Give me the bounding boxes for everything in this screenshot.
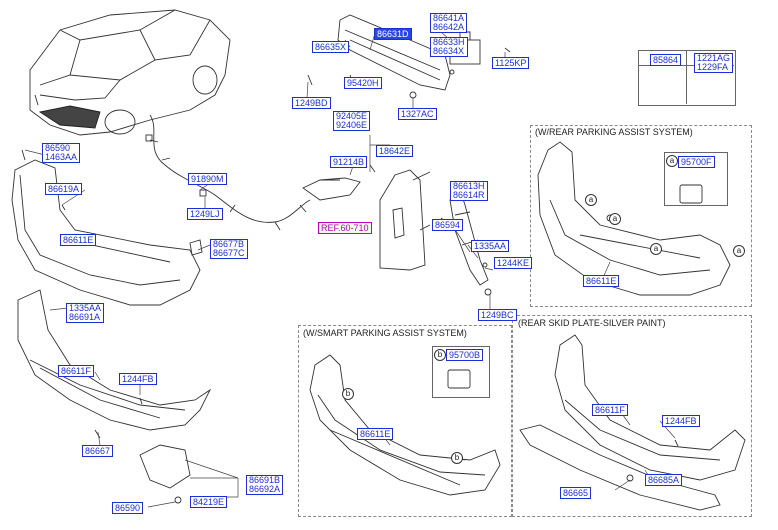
part-1244FB-left[interactable]: 1244FB — [119, 373, 157, 385]
part-86691B-line1: 86691B — [249, 475, 281, 485]
part-1463AA-line2: 1463AA — [45, 152, 78, 162]
part-86642A-line2: 86642A — [433, 22, 465, 32]
part-1249LJ[interactable]: 1249LJ — [187, 208, 223, 220]
sensor-inset-smart — [432, 346, 490, 398]
marker-a-2: a — [609, 213, 621, 225]
part-86611F-skid[interactable]: 86611F — [592, 404, 628, 416]
part-84219E[interactable]: 84219E — [190, 496, 228, 508]
part-86685A[interactable]: 86685A — [645, 474, 683, 486]
skid-plate-section-box — [512, 315, 752, 517]
part-86594[interactable]: 86594 — [432, 219, 464, 231]
vehicle-illustration — [29, 9, 231, 136]
part-86677C-line2: 86677C — [213, 248, 245, 258]
wiring-harness — [145, 114, 311, 231]
part-86641A-line1: 86641A — [433, 13, 465, 23]
part-86667[interactable]: 86667 — [82, 445, 114, 457]
part-1335AA-mid[interactable]: 1335AA — [471, 240, 510, 252]
part-86611E-main[interactable]: 86611E — [60, 234, 97, 246]
legend-divider — [686, 50, 687, 104]
marker-a-4: a — [733, 245, 745, 257]
part-86691B[interactable]: 86691B 86692A — [246, 475, 284, 495]
part-92406E-line2: 92406E — [336, 120, 368, 130]
part-18642E[interactable]: 18642E — [376, 145, 414, 157]
reflector — [302, 164, 376, 201]
part-1244FB-skid[interactable]: 1244FB — [662, 415, 700, 427]
part-86634X-line2: 86634X — [433, 46, 465, 56]
smart-parking-section-box — [298, 325, 512, 517]
part-86677B-line1: 86677B — [213, 239, 245, 249]
part-86635X[interactable]: 86635X — [312, 41, 350, 53]
legend-part-1221AG-line1: 1221AG — [697, 53, 731, 63]
part-86619A[interactable]: 86619A — [45, 183, 83, 195]
part-86692A-line2: 86692A — [249, 484, 281, 494]
part-86613H[interactable]: 86613H 86614R — [450, 181, 488, 201]
lower-skid-left — [17, 289, 212, 504]
part-1244KE[interactable]: 1244KE — [494, 257, 533, 269]
legend-part-1229FA-line2: 1229FA — [697, 62, 729, 72]
part-95700B[interactable]: 95700B — [446, 349, 484, 361]
part-91890M[interactable]: 91890M — [188, 173, 227, 185]
legend-part-85864[interactable]: 85864 — [650, 54, 682, 66]
legend-row-divider — [638, 65, 734, 66]
rear-parking-section-box — [530, 125, 752, 307]
section-title-smart-parking: (W/SMART PARKING ASSIST SYSTEM) — [303, 328, 467, 338]
part-86590-line1: 86590 — [45, 143, 71, 153]
part-1335AA-left[interactable]: 1335AA 86691A — [66, 303, 105, 323]
part-86611E-rear-parking[interactable]: 86611E — [583, 275, 620, 287]
rear-bumper-parking — [537, 141, 731, 296]
part-1335AA-line1: 1335AA — [69, 303, 102, 313]
part-1125KP[interactable]: 1125KP — [492, 57, 530, 69]
part-95420H[interactable]: 95420H — [344, 77, 382, 89]
part-86633H-line1: 86633H — [433, 37, 465, 47]
section-title-skid-plate: (REAR SKID PLATE-SILVER PAINT) — [518, 318, 666, 328]
part-1327AC[interactable]: 1327AC — [398, 108, 437, 120]
marker-a-3: a — [650, 243, 662, 255]
part-91214B[interactable]: 91214B — [330, 156, 368, 168]
part-86677B[interactable]: 86677B 86677C — [210, 239, 248, 259]
rear-bumper-main — [11, 149, 203, 306]
sensor-inset-rear — [664, 152, 728, 206]
part-86631D[interactable]: 86631D — [374, 28, 412, 40]
part-95700F[interactable]: 95700F — [678, 156, 715, 168]
part-86590-bottom[interactable]: 86590 — [112, 502, 144, 514]
skid-plate-parts — [519, 334, 746, 511]
part-86590-top[interactable]: 86590 1463AA — [42, 143, 81, 163]
part-86641A[interactable]: 86641A 86642A — [430, 13, 468, 33]
marker-b-2: b — [451, 452, 463, 464]
legend-part-1221AG[interactable]: 1221AG 1229FA — [694, 53, 734, 73]
liftgate-section — [379, 169, 431, 271]
reference-60-710[interactable]: REF.60-710 — [318, 222, 372, 234]
part-86665[interactable]: 86665 — [560, 487, 592, 499]
part-86611F-left[interactable]: 86611F — [58, 365, 94, 377]
part-86611E-smart-parking[interactable]: 86611E — [357, 428, 394, 440]
part-86633H[interactable]: 86633H 86634X — [430, 37, 468, 57]
legend-table-box — [638, 50, 736, 106]
part-92405E-line1: 92405E — [336, 111, 368, 121]
marker-b-1: b — [342, 388, 354, 400]
section-title-rear-parking: (W/REAR PARKING ASSIST SYSTEM) — [535, 127, 693, 137]
part-1249BC[interactable]: 1249BC — [478, 309, 517, 321]
rear-bumper-smart — [309, 354, 501, 496]
marker-b-inset: b — [434, 349, 446, 361]
part-1249BD[interactable]: 1249BD — [292, 97, 331, 109]
part-86614R-line2: 86614R — [453, 190, 485, 200]
marker-a-1: a — [585, 194, 597, 206]
part-92405E[interactable]: 92405E 92406E — [333, 111, 371, 131]
marker-a-inset: a — [666, 155, 678, 167]
part-86691A-line2: 86691A — [69, 312, 101, 322]
part-86613H-line1: 86613H — [453, 181, 485, 191]
